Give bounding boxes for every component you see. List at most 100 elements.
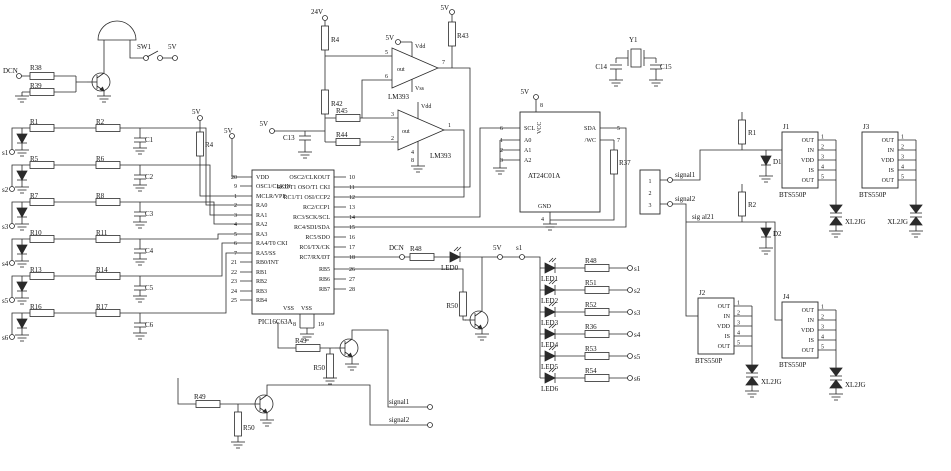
resistor [584, 286, 610, 294]
diode-icon [16, 170, 28, 181]
terminal [627, 265, 633, 271]
terminal [9, 149, 15, 155]
pin-number: 5 [821, 175, 824, 181]
ref-label: LED6 [541, 385, 559, 393]
power-label: 24V [311, 8, 323, 16]
pin-label: IS [809, 338, 814, 344]
pin-number: 5 [901, 175, 904, 181]
pin-number: 5 [821, 345, 824, 351]
pin-number: 14 [349, 215, 355, 221]
mcu-left-pin-stubs [240, 176, 252, 301]
pin-label: OUT [802, 308, 815, 314]
net-label: s3 [2, 223, 9, 231]
wire [11, 201, 240, 225]
ground-icon [297, 151, 313, 159]
diode-icon [16, 281, 28, 292]
terminal [9, 186, 15, 192]
module-j1: J1 OUT IN VDD IS OUT 1 2 3 4 5 BTS550P X… [779, 123, 866, 238]
ref-label: R36 [585, 323, 597, 331]
pin-number: 4 [411, 150, 414, 156]
pin-label: OUT [882, 178, 895, 184]
ground-icon [344, 363, 360, 371]
resistor [610, 149, 618, 175]
power-label: 5V [259, 120, 268, 128]
ref-label: R14 [96, 266, 108, 274]
ground-icon [14, 223, 30, 231]
pin-number: 3 [649, 203, 652, 209]
pin-label: RB6 [319, 277, 330, 283]
pin-number: 4 [737, 331, 740, 337]
pin-label: RA3 [256, 232, 267, 238]
ground-icon [608, 79, 624, 87]
terminal [627, 331, 633, 337]
ref-label: R2 [748, 201, 757, 209]
input-row: s4 R10 R11 C4 [2, 229, 240, 268]
pin-number: 3 [500, 158, 503, 164]
pin-label: IN [808, 318, 815, 324]
pin-number: 1 [500, 138, 503, 144]
pin-number: 7 [234, 251, 237, 257]
pin-number: 3 [821, 325, 824, 331]
ref-label: LED5 [541, 363, 559, 371]
ref-label: R10 [30, 229, 42, 237]
ref-label: XL2JG [845, 381, 866, 389]
tvs-icon [745, 364, 759, 386]
pin-number: 20 [231, 175, 237, 181]
ref-label: C4 [145, 247, 154, 255]
pin-number: 26 [349, 267, 355, 273]
led-row: LED6 R54 s6 [540, 367, 641, 393]
pin-label: RA0 [256, 203, 267, 209]
ground-icon [14, 149, 30, 157]
pin-label: SCL [524, 126, 535, 132]
wire [199, 120, 240, 197]
led-row: LED1 R48 s1 [540, 257, 641, 283]
wire [818, 309, 837, 394]
led-icon [449, 246, 462, 263]
pin-label: VDD [256, 175, 270, 181]
ground-icon [14, 297, 30, 305]
wire [346, 257, 483, 334]
terminal [427, 404, 433, 410]
crystal-block: Y1 C14 C15 [595, 36, 672, 87]
pin-number: 2 [901, 145, 904, 151]
ref-label: R4 [331, 36, 340, 44]
input-row: s3 R7 R8 C3 [2, 192, 240, 231]
terminal [172, 55, 178, 61]
pin-label: RB4 [256, 298, 267, 304]
pin-label: VDD [881, 158, 895, 164]
part-label: BTS550P [779, 191, 806, 199]
led-row: LED5 R53 s5 [540, 345, 641, 371]
pin-label: RC6/TX/CK [299, 245, 330, 251]
ref-label: R39 [30, 82, 42, 90]
pin-number: 13 [349, 205, 355, 211]
part-label: PIC16C63A [258, 318, 293, 326]
pin-label: VDD [717, 324, 731, 330]
net-label: s5 [634, 353, 641, 361]
buzzer-circuit: DCN R38 R39 SW1 5V [3, 20, 178, 103]
connector-outline [639, 169, 661, 215]
pin-label: RA2 [256, 222, 267, 228]
ref-label: D1 [773, 158, 782, 166]
ground-icon [96, 95, 112, 103]
wire [346, 256, 541, 378]
pin-number: 4 [541, 217, 544, 223]
pin-label: OUT [882, 138, 895, 144]
pin-number: 7 [442, 60, 445, 66]
resistor [584, 352, 610, 360]
net-label: s1 [634, 265, 641, 273]
terminal [427, 422, 433, 428]
ref-label: C6 [145, 321, 154, 329]
pin-number: 9 [234, 184, 237, 190]
pin-number: 2 [500, 148, 503, 154]
module-j2: J2 OUT IN VDD IS OUT 1 2 3 4 5 BTS550P X… [695, 289, 782, 398]
pin-label: RC3/SCK/SCL [293, 215, 330, 221]
pin-label: OSC2/CLKOUT [289, 175, 330, 181]
ref-label: R48 [585, 257, 597, 265]
pin-label: OUT [802, 348, 815, 354]
ref-label: R50 [446, 302, 458, 310]
power-label: 5V [520, 88, 529, 96]
pin-label: RB1 [256, 270, 267, 276]
input-row: s2 R5 R6 C2 [2, 155, 240, 216]
ground-icon [132, 221, 148, 229]
